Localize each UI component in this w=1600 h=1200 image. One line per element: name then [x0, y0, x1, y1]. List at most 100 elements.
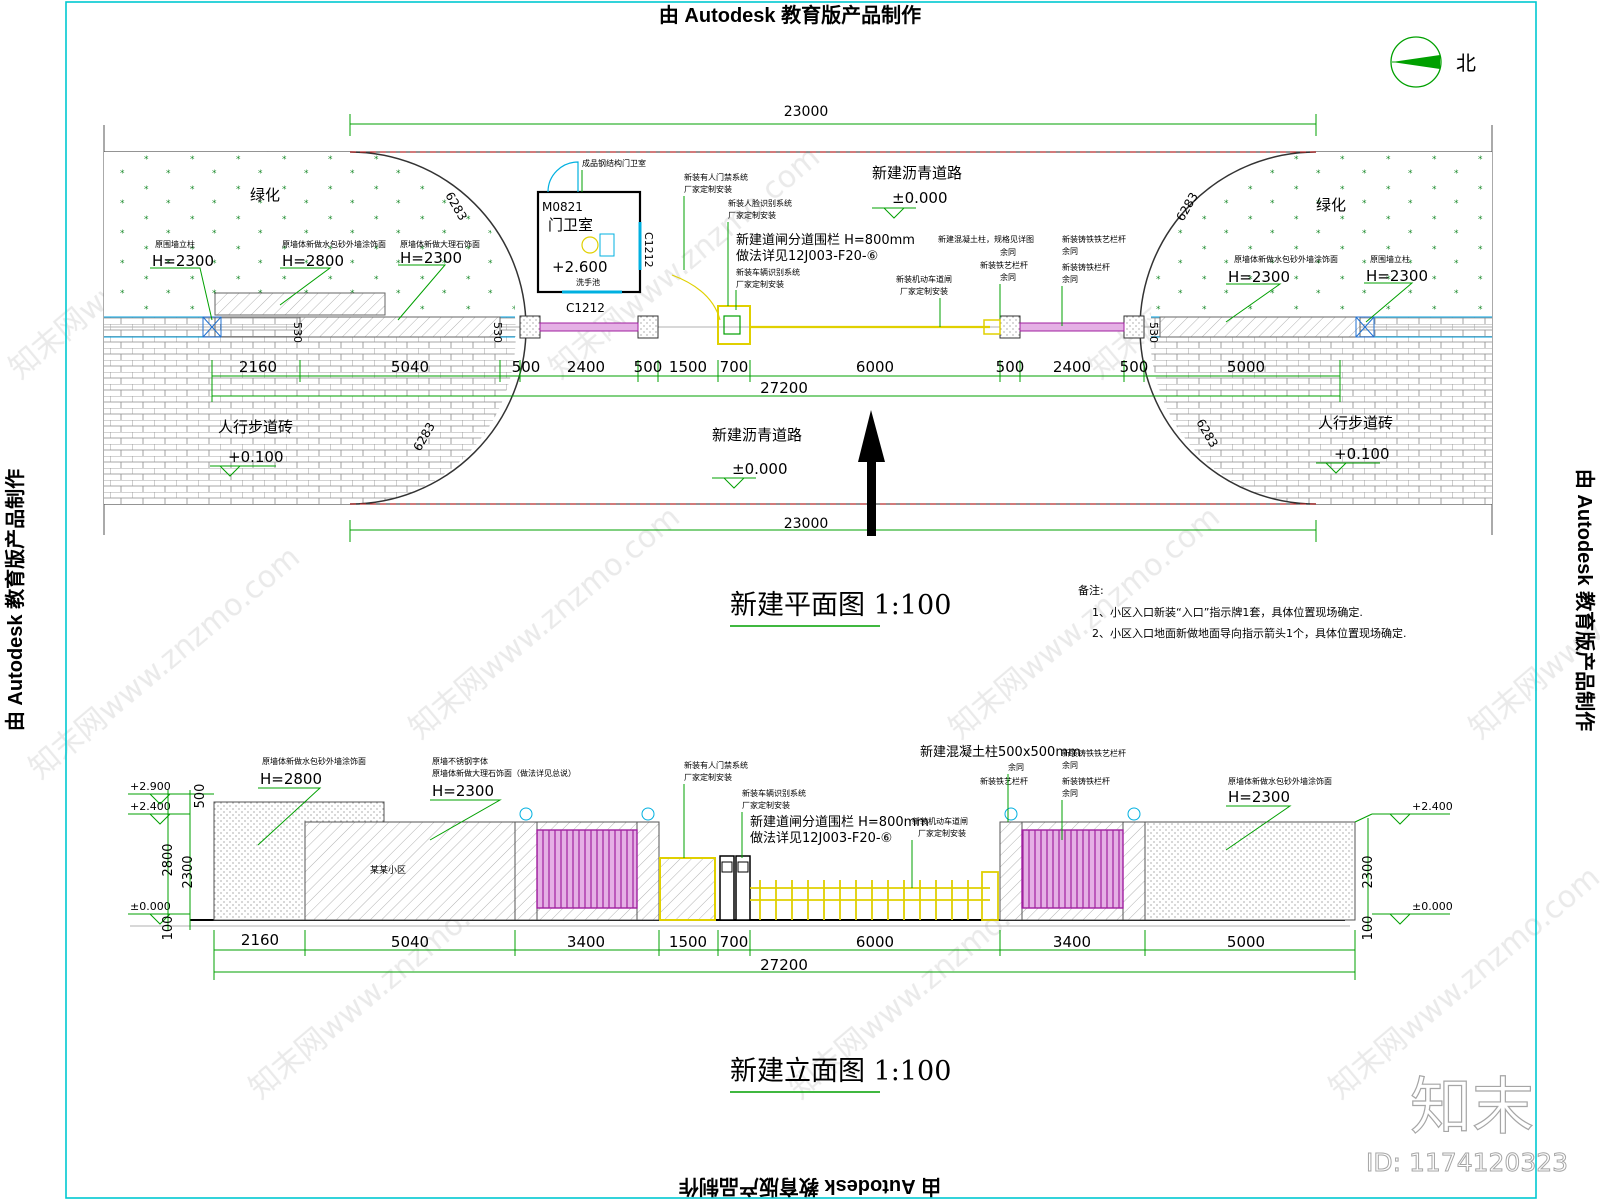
elev-label-rail2b: 余同: [1062, 788, 1078, 798]
wall-dim: 530: [291, 322, 304, 343]
elev-seg-dim: 5000: [1227, 933, 1265, 951]
elev-label-h2300: H=2300: [432, 782, 494, 800]
label-wall-right: 原墙体新做水包砂外墙涂饰面: [1234, 254, 1338, 264]
elev-vdim: 100: [1361, 916, 1376, 941]
label-h2300: H=2300: [400, 249, 462, 267]
label-h2800: H=2800: [282, 252, 344, 270]
elev-label-sys3b: 厂家定制安装: [742, 800, 790, 810]
elev-vdim: 100: [161, 916, 176, 941]
edu-stamp-bottom: 由 Autodesk 教育版产品制作: [679, 1175, 941, 1199]
label-rail1b: 余同: [1062, 246, 1078, 256]
elev-level: ±0.000: [1412, 900, 1453, 913]
elev-seg-dim: 6000: [856, 933, 894, 951]
direction-arrow: [858, 410, 885, 536]
elev-barrier-fence: [750, 871, 999, 921]
edu-stamp-left: 由 Autodesk 教育版产品制作: [3, 469, 27, 731]
notes-line-2: 2、小区入口地面新做地面导向指示箭头1个，具体位置现场确定.: [1092, 626, 1407, 640]
road-label-bottom: 新建沥青道路: [712, 426, 802, 444]
label-sys3: 新装车辆识别系统: [736, 267, 800, 277]
plan-title: 新建平面图 1:100: [730, 590, 951, 621]
plan-seg-dim: 5000: [1227, 358, 1265, 376]
plan-seg-dim: 500: [1120, 358, 1149, 376]
wall-dim: 530: [491, 322, 504, 343]
label-column2: 余同: [1000, 247, 1016, 257]
plan-seg-dim: 500: [634, 358, 663, 376]
elev-seg-dim: 700: [720, 933, 749, 951]
elev-terminal: [719, 855, 751, 921]
label-sys1: 新装有人门禁系统: [684, 172, 748, 182]
label-grill2: 余同: [1000, 272, 1016, 282]
elev-label-rail1: 新装铸铁铁艺栏杆: [1062, 748, 1126, 758]
guard-note: 成品钢结构门卫室: [582, 158, 646, 168]
label-wall-left2: 原墙体新做大理石饰面: [400, 239, 480, 249]
watermark-tile: 知末网www.znzmo.com: [943, 500, 1227, 746]
elev-label-sys1b: 厂家定制安装: [684, 772, 732, 782]
notes-line-1: 1、小区入口新装“入口”指示牌1套，具体位置现场确定.: [1092, 605, 1363, 619]
label-sys2b: 厂家定制安装: [728, 210, 776, 220]
guard-room: M0821 门卫室 +2.600 洗手池 C1212 C1212 成品钢结构门卫…: [536, 158, 655, 315]
north-label: 北: [1456, 51, 1476, 75]
elev-pillar: [514, 821, 1146, 921]
elev-level: +2.400: [1412, 800, 1453, 813]
elev-seg-dim: 1500: [669, 933, 707, 951]
elev-vdim: 2800: [161, 843, 176, 876]
elev-iron-gate-left: [536, 829, 638, 909]
label-post-right: 原围墙立柱: [1370, 254, 1410, 264]
guard-door-code: M0821: [542, 200, 583, 214]
elev-seg-dim: 3400: [567, 933, 605, 951]
elev-label-h2800: H=2800: [260, 770, 322, 788]
paving-area-right: [1150, 317, 1492, 505]
green-area-left: [104, 152, 515, 317]
plan-dim-bottom: 23000: [784, 516, 829, 532]
elevation-title: 新建立面图 1:100: [730, 1056, 951, 1087]
plan-wall-marble: [214, 292, 386, 316]
north-arrow: 北: [1390, 36, 1476, 88]
label-sys2: 新装人脸识别系统: [728, 198, 792, 208]
label-grill: 新装铁艺栏杆: [980, 260, 1028, 270]
elev-label-wall-m2: 原墙体新做大理石饰面（做法详见总说）: [432, 768, 576, 778]
elev-wall-marble: [304, 821, 516, 921]
elev-label-rail2: 新装铸铁栏杆: [1062, 776, 1110, 786]
elev-label-col2: 余同: [1008, 762, 1024, 772]
plan-wall-right: [1159, 316, 1361, 338]
plan-column: [519, 315, 1145, 339]
elev-label-sys1: 新装有人门禁系统: [684, 760, 748, 770]
label-rail2: 新装铸铁栏杆: [1062, 262, 1110, 272]
label-sys1b: 厂家定制安装: [684, 184, 732, 194]
image-id: ID: 1174120323: [1366, 1148, 1568, 1177]
green-label-left: 绿化: [250, 186, 280, 204]
wall-dim: 530: [1147, 322, 1160, 343]
plan-iron-gate-left: [539, 322, 639, 332]
label-h2300: H=2300: [1228, 268, 1290, 286]
elevation-view: 某某小区: [128, 744, 1453, 1093]
paving-area-left: [104, 317, 516, 505]
plan-iron-gate-right: [1019, 322, 1125, 332]
elev-level: +2.900: [130, 780, 171, 793]
road-level-top: ±0.000: [892, 189, 948, 207]
green-area-right: [1151, 152, 1492, 317]
edu-stamp-top: 由 Autodesk 教育版产品制作: [659, 3, 921, 27]
elev-label-h800: 新建道闸分道围栏 H=800mm: [750, 814, 929, 830]
elev-seg-dim: 3400: [1053, 933, 1091, 951]
label-wall-left: 原墙体新做水包砂外墙涂饰面: [282, 239, 386, 249]
paving-level-left: +0.100: [228, 448, 284, 466]
label-gate: 新装机动车道闸: [896, 274, 952, 284]
elev-iron-gate-right: [1021, 829, 1124, 909]
elev-level: ±0.000: [130, 900, 171, 913]
guard-window-side: C1212: [642, 232, 655, 268]
notes-block: 备注: 1、小区入口新装“入口”指示牌1套，具体位置现场确定. 2、小区入口地面…: [1078, 583, 1407, 640]
elev-vdim: 2300: [1361, 855, 1376, 888]
elev-sign-text: 某某小区: [370, 865, 406, 876]
edu-stamp-right: 由 Autodesk 教育版产品制作: [1573, 469, 1597, 731]
plan-seg-dim: 2160: [239, 358, 277, 376]
paving-label-left: 人行步道砖: [218, 418, 293, 436]
label-h2300: H=2300: [1366, 267, 1428, 285]
elev-dim-total: 27200: [760, 956, 808, 974]
elev-label-grill: 新装铁艺栏杆: [980, 776, 1028, 786]
elev-label-sys3: 新装车辆识别系统: [742, 788, 806, 798]
road-level-bottom: ±0.000: [732, 460, 788, 478]
label-std: 做法详见12J003-F20-⑥: [736, 249, 878, 264]
watermark-tile: 知末网www.znzmo.com: [403, 500, 687, 746]
elev-level: +2.400: [130, 800, 171, 813]
